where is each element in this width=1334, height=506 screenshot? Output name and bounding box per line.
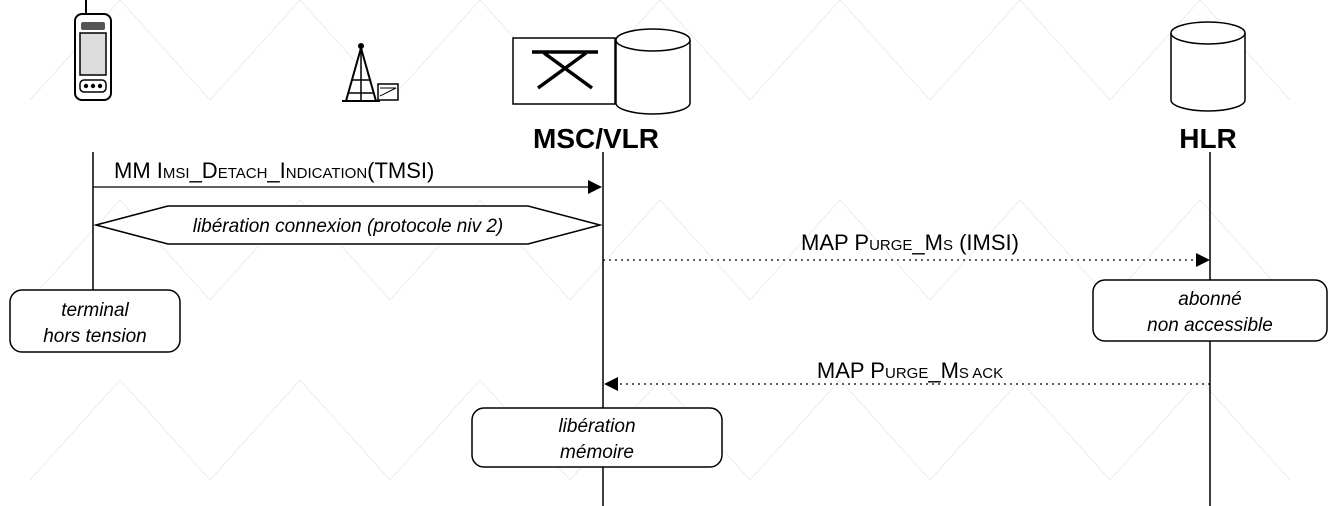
connection-release-hexagon (93, 205, 603, 245)
memory-release-line2: mémoire (560, 442, 634, 463)
subscriber-unreachable-line1: abonné (1178, 289, 1241, 310)
purge-ms-label: MAP PURGE_MS (IMSI) (801, 230, 1019, 255)
terminal-off-line1: terminal (61, 300, 129, 321)
antenna-tower-icon (342, 43, 399, 102)
mobile-phone-icon (74, 0, 112, 101)
terminal-off-note (9, 289, 181, 353)
hlr-label: HLR (1179, 123, 1237, 154)
purge-ms-ack-label: MAP PURGE_MS ACK (817, 358, 1003, 383)
subscriber-unreachable-note (1092, 279, 1328, 342)
terminal-off-line2: hors tension (43, 326, 147, 347)
switch-database-icon (512, 28, 691, 115)
subscriber-unreachable-line2: non accessible (1147, 315, 1273, 336)
msc-vlr-label: MSC/VLR (533, 123, 659, 154)
background-watermark (29, 0, 1291, 481)
connection-release-label: libération connexion (protocole niv 2) (193, 216, 504, 237)
database-icon (1170, 21, 1246, 112)
imsi-detach-label: MM IMSI_DETACH_INDICATION(TMSI) (114, 158, 434, 183)
memory-release-note (471, 407, 723, 468)
memory-release-line1: libération (558, 416, 635, 437)
